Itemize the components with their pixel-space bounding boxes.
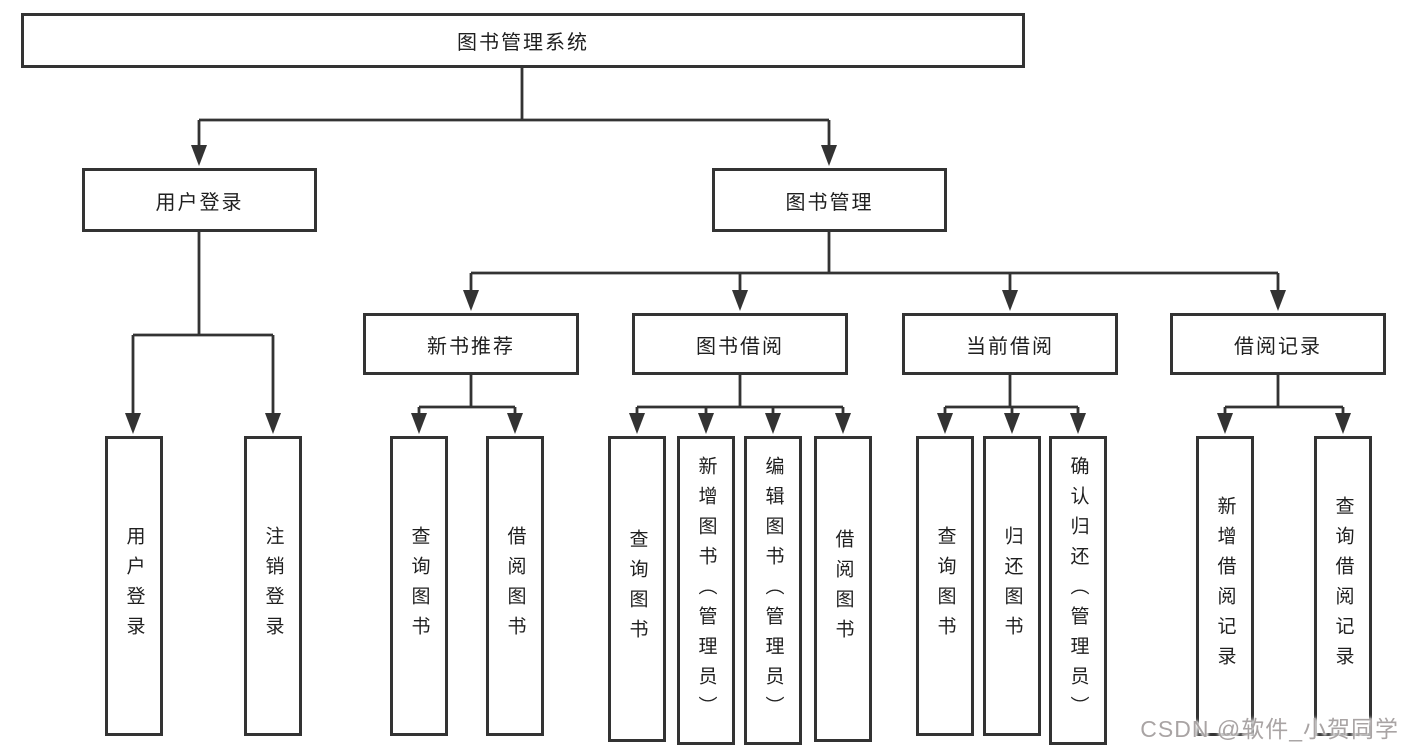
leaf-user-login-label: 用户登录: [123, 526, 145, 646]
leaf-query-books-current-label: 查询图书: [934, 526, 956, 646]
leaf-query-borrow-record-label: 查询借阅记录: [1332, 496, 1354, 676]
node-root: 图书管理系统: [21, 13, 1025, 68]
leaf-borrow-books-recommend-label: 借阅图书: [504, 526, 526, 646]
leaf-add-borrow-record-label: 新增借阅记录: [1214, 496, 1236, 676]
node-new-book-recommendation: 新书推荐: [363, 313, 579, 375]
node-book-management: 图书管理: [712, 168, 947, 232]
leaf-return-books: 归还图书: [983, 436, 1041, 736]
leaf-edit-book-admin-label: 编辑图书（管理员）: [762, 455, 784, 726]
node-book-management-label: 图书管理: [785, 191, 874, 214]
leaf-edit-book-admin: 编辑图书（管理员）: [744, 436, 802, 745]
node-user-login: 用户登录: [82, 168, 317, 232]
node-current-borrowing-label: 当前借阅: [966, 335, 1054, 358]
watermark-csdn: CSDN @软件_小贺同学: [1140, 716, 1399, 742]
leaf-confirm-return-admin: 确认归还（管理员）: [1049, 436, 1107, 745]
leaf-confirm-return-admin-label: 确认归还（管理员）: [1067, 455, 1089, 726]
leaf-add-book-admin: 新增图书（管理员）: [677, 436, 735, 745]
node-book-borrowing: 图书借阅: [632, 313, 848, 375]
node-user-login-label: 用户登录: [155, 191, 244, 214]
node-borrowing-records: 借阅记录: [1170, 313, 1386, 375]
leaf-add-book-admin-label: 新增图书（管理员）: [695, 455, 717, 726]
node-current-borrowing: 当前借阅: [902, 313, 1118, 375]
node-borrowing-records-label: 借阅记录: [1234, 335, 1322, 358]
leaf-borrow-books-recommend: 借阅图书: [486, 436, 544, 736]
leaf-borrow-books-borrowing: 借阅图书: [814, 436, 872, 742]
leaf-query-books-borrowing-label: 查询图书: [626, 529, 648, 649]
leaf-user-login: 用户登录: [105, 436, 163, 736]
node-book-borrowing-label: 图书借阅: [696, 335, 784, 358]
leaf-query-books-recommend-label: 查询图书: [408, 526, 430, 646]
leaf-return-books-label: 归还图书: [1001, 526, 1023, 646]
leaf-logout: 注销登录: [244, 436, 302, 736]
leaf-logout-label: 注销登录: [262, 526, 284, 646]
arrowhead-icons: [125, 145, 1351, 434]
leaf-query-books-recommend: 查询图书: [390, 436, 448, 736]
node-root-label: 图书管理系统: [457, 32, 589, 54]
node-new-book-recommendation-label: 新书推荐: [427, 335, 515, 358]
leaf-query-books-borrowing: 查询图书: [608, 436, 666, 742]
leaf-borrow-books-borrowing-label: 借阅图书: [832, 529, 854, 649]
leaf-query-borrow-record: 查询借阅记录: [1314, 436, 1372, 736]
leaf-query-books-current: 查询图书: [916, 436, 974, 736]
leaf-add-borrow-record: 新增借阅记录: [1196, 436, 1254, 736]
